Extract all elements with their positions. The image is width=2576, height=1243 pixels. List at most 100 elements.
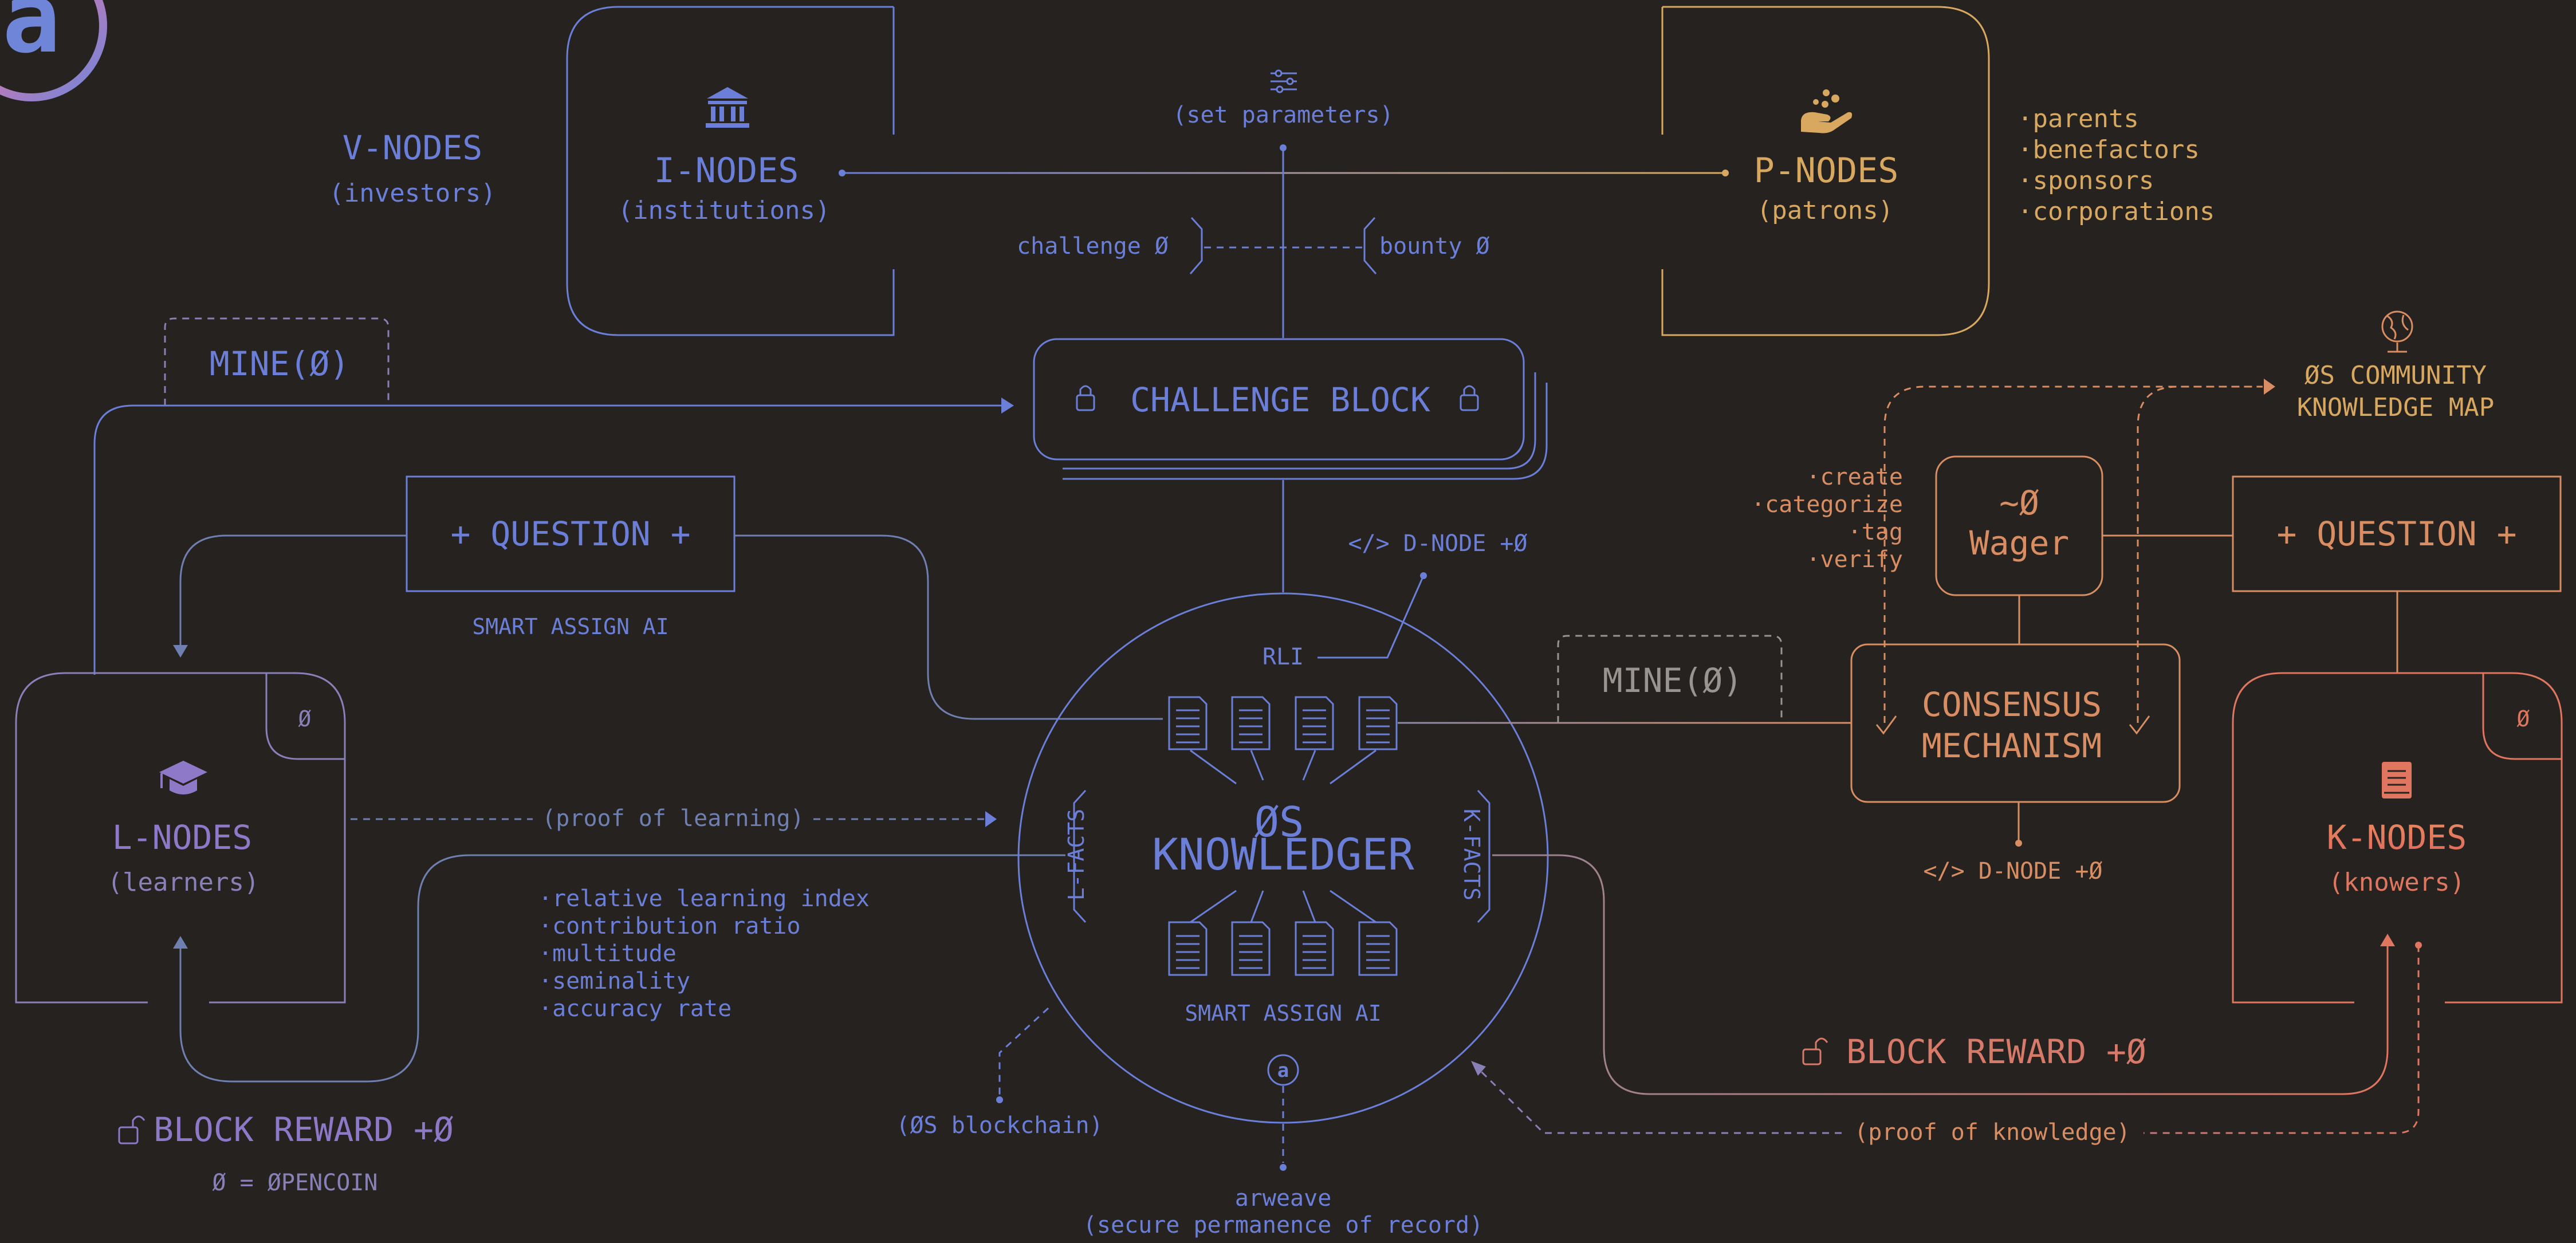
l-nodes-title: L-NODES <box>112 818 252 857</box>
logo-ring <box>0 0 107 101</box>
community-map-line-1: ØS COMMUNITY <box>2304 361 2487 390</box>
giving-hand-icon <box>1801 89 1853 133</box>
graduation-cap-icon <box>159 761 207 794</box>
block-reward-right: BLOCK REWARD +Ø <box>1846 1032 2146 1071</box>
k-nodes-corner: Ø <box>2517 706 2530 731</box>
document-icon <box>1231 696 1271 750</box>
p-nodes-item: ·corporations <box>2017 197 2215 226</box>
arrow-head <box>173 936 188 949</box>
question-to-l-link <box>179 534 407 647</box>
question-to-knowledger-link <box>734 534 1163 720</box>
p-nodes-item: ·benefactors <box>2017 135 2200 164</box>
wager-symbol: ~Ø <box>1999 483 2039 522</box>
consensus-mechanism[interactable]: CONSENSUS MECHANISM <box>1850 643 2181 803</box>
v-nodes-subtitle: (investors) <box>329 179 495 208</box>
l-to-challenge-link <box>93 404 1002 675</box>
document-icon <box>1231 921 1271 976</box>
set-parameters-label: (set parameters) <box>1173 102 1393 128</box>
rli-label: RLI <box>1263 644 1304 670</box>
logo[interactable]: a <box>0 0 107 101</box>
p-nodes-title: P-NODES <box>1754 151 1899 191</box>
document-icon <box>1358 696 1398 750</box>
rli-link <box>1318 575 1425 659</box>
k-facts-label: K-FACTS <box>1459 809 1484 900</box>
d-node-top: </> D-NODE +Ø <box>1348 530 1527 557</box>
challenge-label: challenge Ø <box>1017 233 1169 259</box>
blockchain-dot <box>996 1096 1003 1103</box>
question-right[interactable]: + QUESTION + <box>2232 475 2562 592</box>
document-icons-bottom <box>1168 921 1398 976</box>
logo-letter: a <box>2 0 61 75</box>
arrow-head <box>985 811 997 827</box>
mine-right-label: MINE(Ø) <box>1603 661 1743 700</box>
proof-of-learning-label: (proof of learning) <box>542 805 804 832</box>
question-left-frame <box>406 475 736 592</box>
challenge-block-shadow-2 <box>1063 372 1536 470</box>
arrow-head <box>1001 398 1014 414</box>
action-item: ·verify <box>1806 546 1903 573</box>
l-nodes-corner: Ø <box>298 706 312 731</box>
knowledger-title-1: ØS <box>1254 798 1304 846</box>
bank-icon <box>706 87 749 128</box>
l-nodes-node[interactable]: Ø L-NODES (learners) <box>15 672 346 1004</box>
consensus-dot <box>2015 840 2022 847</box>
proof-of-knowledge-label: (proof of knowledge) <box>1854 1119 2130 1146</box>
proof-knowledge-line-a <box>2144 945 2420 1134</box>
challenge-bracket <box>1189 217 1203 274</box>
wager-node[interactable]: ~Ø Wager <box>1935 455 2103 596</box>
metric-item: ·contribution ratio <box>538 913 801 939</box>
i-nodes-frame <box>566 6 895 336</box>
document-icon <box>1168 921 1208 976</box>
challenge-block[interactable]: CHALLENGE BLOCK <box>1033 338 1548 480</box>
arweave-label-1: arweave <box>1235 1185 1332 1211</box>
arweave-label-2: (secure permanence of record) <box>1083 1212 1483 1238</box>
globe-icon <box>2381 310 2413 353</box>
consensus-title-1: CONSENSUS <box>1922 685 2102 724</box>
l-nodes-frame <box>15 672 346 1004</box>
arrow-head <box>1471 1061 1486 1076</box>
question-left-label: + QUESTION + <box>450 514 690 553</box>
community-map-line-2: KNOWLEDGE MAP <box>2297 393 2494 422</box>
k-reward-loop <box>1492 854 2389 1095</box>
p-nodes-item: ·parents <box>2017 104 2139 133</box>
p-nodes-node[interactable]: P-NODES (patrons) <box>1661 6 1990 336</box>
consensus-to-map-link-a <box>1883 386 2263 723</box>
i-nodes-subtitle: (institutions) <box>618 196 831 225</box>
document-icon <box>1168 696 1208 750</box>
l-facts-bracket <box>1073 789 1087 923</box>
blockchain-label: (ØS blockchain) <box>896 1112 1103 1139</box>
check-icon <box>1875 715 1897 735</box>
p-nodes-frame <box>1661 6 1990 336</box>
mine-right-frame <box>1557 635 1783 723</box>
action-item: ·create <box>1806 464 1903 490</box>
challenge-block-shadow-3 <box>1063 383 1548 480</box>
challenge-block-frame <box>1033 338 1525 461</box>
i-nodes-node[interactable]: I-NODES (institutions) <box>566 6 895 336</box>
consensus-frame <box>1850 643 2181 803</box>
proof-knowledge-line-b <box>1480 1070 1842 1134</box>
lock-icon <box>1460 385 1479 411</box>
p-nodes-item: ·sponsors <box>2017 166 2154 195</box>
arrow-head <box>2264 379 2275 395</box>
mine-left-frame <box>164 317 390 406</box>
consensus-title-2: MECHANISM <box>1922 726 2102 765</box>
consensus-to-map-link-b <box>2137 386 2263 723</box>
proof-knowledge-dot <box>2415 942 2422 949</box>
k-nodes-node[interactable]: Ø K-NODES (knowers) <box>2232 672 2563 1004</box>
knowledger-node[interactable]: ØS KNOWLEDGER SMART ASSIGN AI L-FACTS K-… <box>1017 592 1549 1124</box>
question-left[interactable]: + QUESTION + <box>406 475 736 592</box>
arrow-head <box>2380 934 2395 946</box>
bounty-bracket <box>1363 217 1377 274</box>
k-facts-bracket <box>1477 789 1490 923</box>
knowledger-logo-ring <box>1267 1054 1299 1086</box>
metric-item: ·seminality <box>538 968 690 994</box>
pencoin-note: Ø = ØPENCOIN <box>213 1170 378 1196</box>
l-nodes-subtitle: (learners) <box>108 868 259 897</box>
book-icon <box>2382 762 2412 798</box>
rli-dot <box>1420 572 1427 579</box>
wager-label: Wager <box>1969 524 2070 563</box>
l-facts-label: L-FACTS <box>1064 809 1089 900</box>
unlock-icon <box>1802 1037 1828 1065</box>
action-item: ·tag <box>1848 519 1903 545</box>
